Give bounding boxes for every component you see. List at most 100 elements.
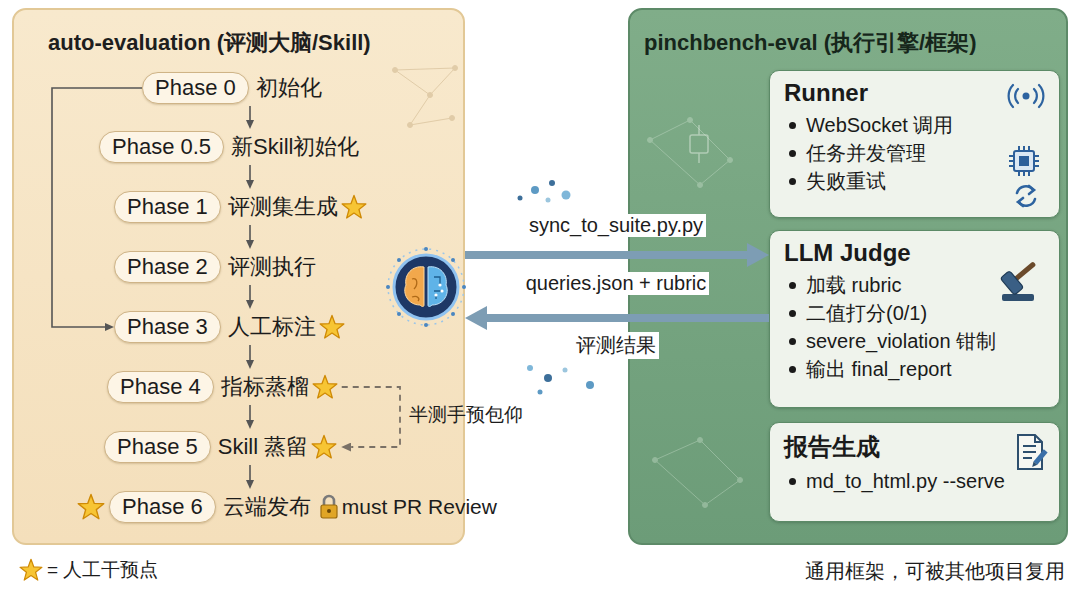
data-dots — [546, 198, 551, 203]
brain-icon — [412, 279, 419, 301]
brain-icon — [434, 277, 442, 299]
brain-icon — [462, 285, 466, 289]
bullet-item: 加载 rubric — [784, 271, 1047, 299]
legend-swatch — [19, 558, 43, 582]
data-dots — [563, 368, 568, 373]
intervention-star — [312, 435, 336, 458]
network-decor — [698, 183, 703, 188]
panel-title: auto-evaluation (评测大脑/Skill) — [14, 10, 463, 58]
network-decor — [450, 116, 455, 121]
network-decor — [395, 68, 455, 70]
chip-decor — [690, 125, 708, 163]
retry-icon — [1018, 198, 1023, 206]
brain-icon — [438, 283, 441, 286]
report-icon — [1018, 435, 1042, 469]
network-decor — [430, 68, 455, 95]
data-dots — [518, 196, 523, 201]
websocket-icon — [1015, 89, 1037, 103]
network-decor — [703, 503, 708, 508]
network-decor — [688, 118, 693, 123]
phase-pill: Phase 0 — [142, 72, 249, 104]
footnote: 通用框架，可被其他项目复用 — [802, 558, 1068, 585]
network-decor — [393, 68, 398, 73]
data-dots — [527, 365, 533, 371]
network-decor — [648, 118, 743, 508]
bullet-item: WebSocket 调用 — [784, 111, 1047, 139]
network-decor — [453, 66, 458, 71]
edge-label: 评测结果 — [573, 332, 659, 359]
network-decor — [395, 70, 430, 95]
lock-icon — [321, 505, 337, 518]
retry-icon — [1017, 186, 1035, 206]
data-dots — [562, 191, 571, 200]
brain-icon — [451, 312, 455, 316]
chip-icon — [1020, 157, 1028, 165]
gavel-icon — [1000, 271, 1023, 296]
chip-icon — [1009, 146, 1039, 176]
step-arrow — [52, 88, 142, 327]
chip-decor — [698, 125, 700, 135]
chip-icon — [1014, 151, 1034, 171]
report-icon — [1034, 449, 1048, 464]
phase-description: 人工标注 — [228, 312, 316, 342]
report-icon — [1030, 449, 1047, 468]
brain-icon — [397, 258, 401, 262]
step-arrow — [249, 345, 251, 360]
legend-row: = 人工干预点 — [16, 557, 158, 583]
gavel-icon — [1000, 255, 1042, 295]
brain-icon — [388, 249, 464, 325]
phase-step: Phase 5Skill 蒸留 — [104, 429, 337, 465]
network-decor — [738, 478, 743, 483]
network-decor — [648, 138, 653, 143]
edge-label: 半测手预包仰 — [406, 402, 526, 428]
lock-icon — [319, 494, 339, 520]
phase-description: 云端发布 — [223, 492, 311, 522]
skill-panel: auto-evaluation (评测大脑/Skill)Phase 0初始化Ph… — [12, 8, 465, 545]
retry-icon — [1019, 199, 1035, 206]
data-dots — [518, 180, 595, 395]
network-decor — [700, 160, 730, 185]
edge-label: sync_to_suite.py.py — [526, 214, 706, 237]
network-decor — [410, 118, 452, 125]
websocket-icon — [1023, 93, 1030, 100]
step-arrow — [249, 405, 251, 420]
phase-step: Phase 3人工标注 — [114, 309, 345, 345]
websocket-icon — [1009, 85, 1044, 107]
network-decor — [728, 158, 733, 163]
bullet-item: 任务并发管理 — [784, 139, 1047, 167]
report-icon — [1023, 446, 1036, 458]
retry-icon — [1029, 186, 1034, 194]
phase-step: Phase 6云端发布must PR Review — [77, 489, 497, 525]
report-card: 报告生成md_to_html.py --serve — [769, 422, 1060, 522]
network-decor — [655, 440, 700, 460]
phase-step: Phase 4指标蒸榴 — [107, 369, 338, 405]
brain-icon — [394, 255, 458, 319]
network-decor — [408, 123, 413, 128]
phase-step: Phase 2评测执行 — [114, 249, 316, 285]
phase-pill: Phase 6 — [109, 491, 216, 523]
brain-icon — [397, 312, 401, 316]
intervention-star — [313, 375, 337, 398]
intervention-star — [320, 315, 344, 338]
phase-step: Phase 0初始化 — [142, 70, 322, 106]
legend-swatch — [20, 559, 42, 580]
bullet-item: 二值打分(0/1) — [784, 299, 1047, 327]
engine-panel: pinchbench-eval (执行引擎/框架)RunnerWebSocket… — [628, 8, 1068, 545]
intervention-star — [77, 493, 105, 521]
intervention-star — [319, 314, 345, 340]
chip-icon — [1009, 146, 1039, 176]
report-icon — [1018, 435, 1048, 469]
retry-icon — [1017, 186, 1033, 193]
step-arrow — [249, 225, 251, 240]
chip-decor — [690, 135, 708, 153]
websocket-icon — [1009, 85, 1044, 107]
brain-icon — [424, 247, 428, 251]
report-icon — [1030, 461, 1037, 468]
card-heading: 报告生成 — [784, 431, 1047, 463]
phase-description: 评测集生成 — [228, 192, 338, 222]
phase-description: 新Skill初始化 — [231, 132, 359, 162]
intervention-star — [341, 194, 367, 220]
gavel-icon — [1000, 255, 1042, 301]
